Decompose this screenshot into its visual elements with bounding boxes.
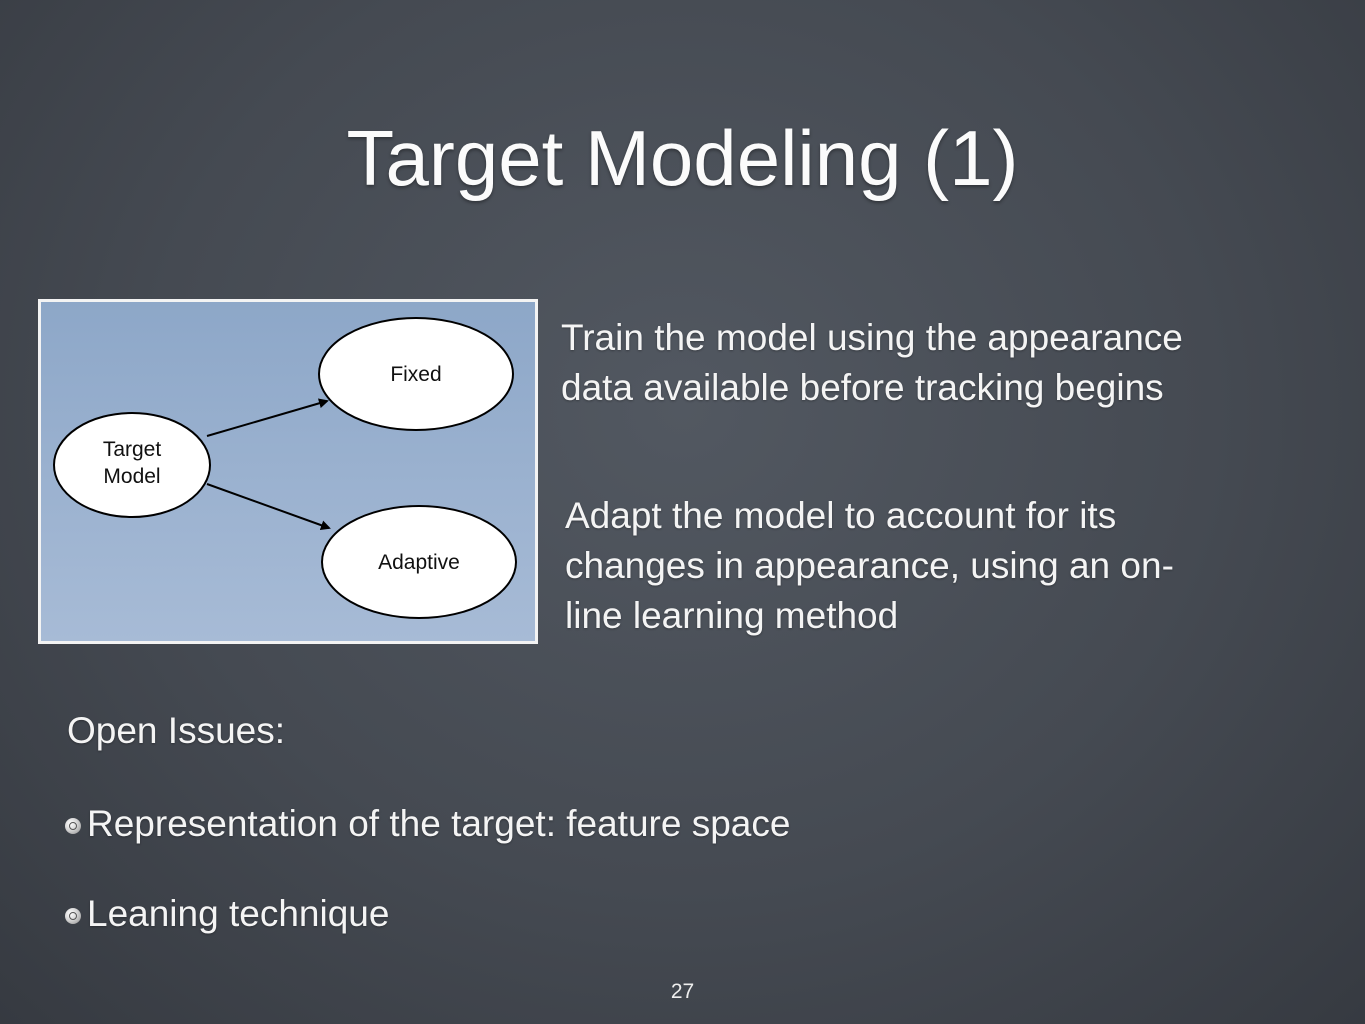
adapt-line-1: Adapt the model to account for its	[565, 495, 1117, 536]
bullet-item: Representation of the target: feature sp…	[65, 799, 790, 849]
target-model-node	[53, 412, 211, 518]
arrow-to-adaptive	[206, 483, 331, 530]
adaptive-label: Adaptive	[378, 551, 460, 574]
open-issues-heading: Open Issues:	[67, 710, 286, 751]
target-model-label-line1: Target	[103, 438, 162, 461]
diagram-svg: Target Model Fixed Adaptive	[41, 302, 535, 641]
train-description: Train the model using the appearance dat…	[561, 313, 1183, 413]
arrow-to-fixed	[206, 398, 329, 437]
swirl-bullet-icon	[65, 908, 81, 924]
bullet-text: Leaning technique	[87, 893, 390, 934]
target-model-diagram: Target Model Fixed Adaptive	[38, 299, 538, 644]
bullet-text: Representation of the target: feature sp…	[87, 803, 791, 844]
train-line-2: data available before tracking begins	[561, 367, 1164, 408]
fixed-node	[318, 317, 514, 431]
adapt-line-2: changes in appearance, using an on-	[565, 545, 1174, 586]
page-number: 27	[670, 980, 695, 1003]
swirl-bullet-icon	[65, 818, 81, 834]
fixed-label: Fixed	[390, 363, 441, 386]
train-line-1: Train the model using the appearance	[561, 317, 1183, 358]
adapt-line-3: line learning method	[565, 595, 899, 636]
adaptive-node	[321, 505, 517, 619]
slide-title: Target Modeling (1)	[346, 114, 1019, 202]
target-model-label-line2: Model	[103, 465, 160, 488]
adapt-description: Adapt the model to account for its chang…	[565, 491, 1174, 641]
bullet-item: Leaning technique	[65, 889, 389, 939]
